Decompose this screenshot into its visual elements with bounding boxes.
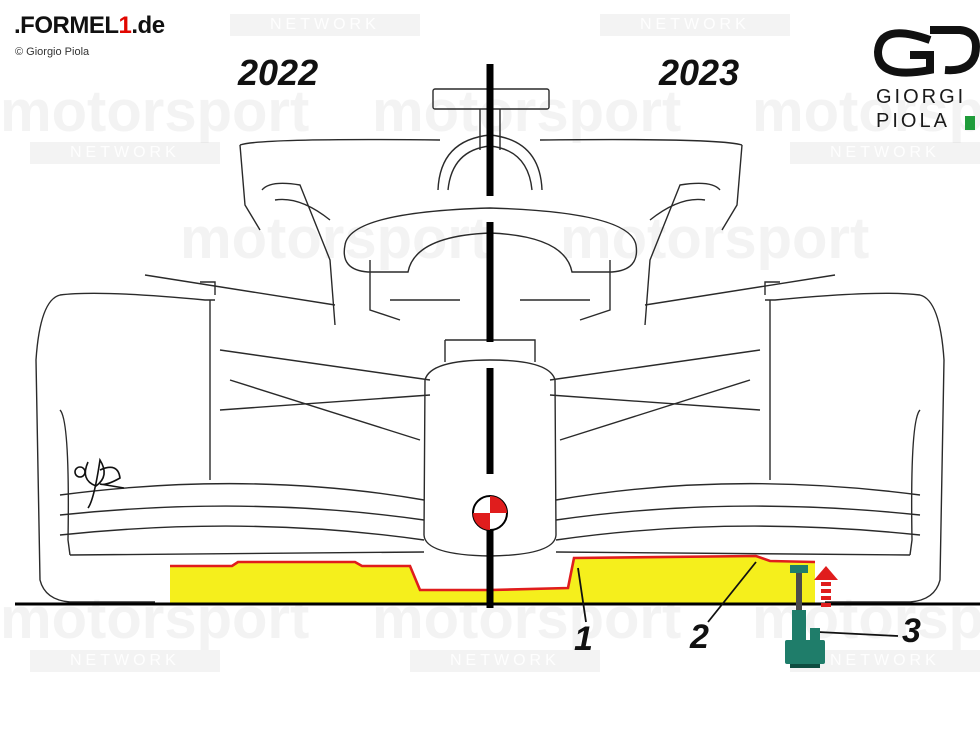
- callout-3: 3: [902, 612, 921, 650]
- site-logo: .FORMEL1.de: [14, 12, 165, 40]
- floor-edge-2022: [170, 560, 490, 592]
- callout-leaders: [577, 561, 899, 637]
- callout-1: 1: [574, 620, 593, 658]
- copyright-notice: © Giorgio Piola: [15, 46, 90, 58]
- giorgio-piola-logo: [873, 26, 980, 130]
- year-label-left: 2022: [238, 52, 319, 93]
- site-logo-prefix: .FORMEL: [14, 12, 119, 39]
- artist-signature: [74, 457, 125, 509]
- site-logo-one: 1: [118, 12, 132, 39]
- logo-text-line1: GIORGI: [876, 86, 967, 108]
- centre-marker-icon: [472, 495, 508, 531]
- floor-edge-2023: [489, 554, 816, 592]
- car-outline: [35, 88, 945, 603]
- callout-2: 2: [690, 618, 709, 656]
- year-label-right: 2023: [659, 52, 740, 93]
- floor-highlight-2023: [490, 556, 815, 604]
- up-arrow-icon: [814, 566, 838, 607]
- floor-highlight-2022: [170, 562, 490, 604]
- jack-icon: [785, 565, 825, 668]
- site-logo-suffix: .de: [131, 12, 165, 39]
- logo-text-line2: PIOLA: [876, 110, 950, 132]
